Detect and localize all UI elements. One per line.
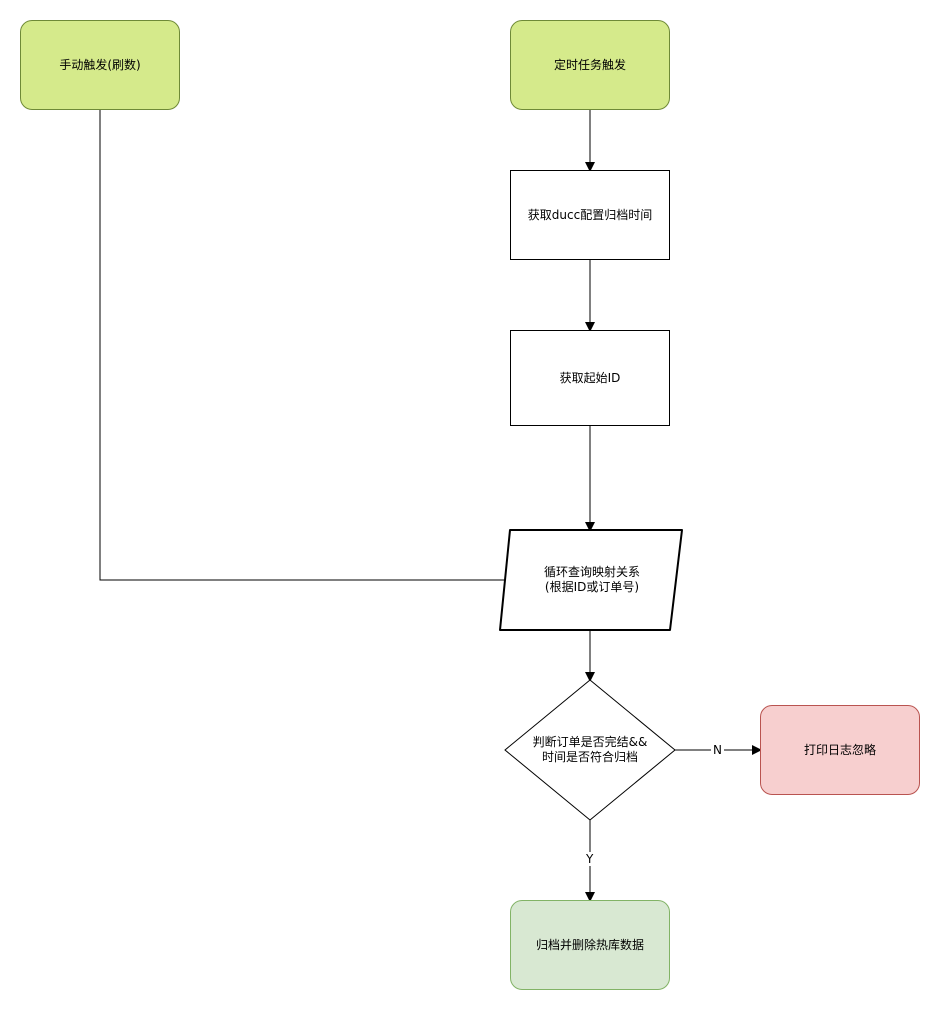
archive-delete-label: 归档并删除热库数据: [535, 937, 644, 952]
decision-shape: [504, 679, 676, 821]
loop-query-label: 循环查询映射关系 (根据ID或订单号): [543, 565, 640, 594]
decision-node: 判断订单是否完结&& 时间是否符合归档: [512, 715, 668, 785]
get-ducc-config-node: 获取ducc配置归档时间: [510, 170, 670, 260]
edge-label-no: N: [711, 743, 724, 757]
get-start-id-label: 获取起始ID: [559, 370, 621, 385]
print-log-label: 打印日志忽略: [803, 742, 876, 757]
get-start-id-node: 获取起始ID: [510, 330, 670, 426]
get-ducc-config-label: 获取ducc配置归档时间: [527, 207, 653, 222]
manual-trigger-node: 手动触发(刷数): [20, 20, 180, 110]
scheduled-trigger-node: 定时任务触发: [510, 20, 670, 110]
loop-query-node: 循环查询映射关系 (根据ID或订单号): [512, 540, 672, 620]
archive-delete-node: 归档并删除热库数据: [510, 900, 670, 990]
manual-trigger-label: 手动触发(刷数): [59, 57, 141, 72]
edge-label-yes: Y: [584, 852, 596, 866]
loop-query-shape: [499, 529, 683, 631]
print-log-node: 打印日志忽略: [760, 705, 920, 795]
scheduled-trigger-label: 定时任务触发: [553, 57, 626, 72]
decision-label: 判断订单是否完结&& 时间是否符合归档: [532, 735, 648, 764]
edge-manual-to-loop: [99, 110, 522, 585]
